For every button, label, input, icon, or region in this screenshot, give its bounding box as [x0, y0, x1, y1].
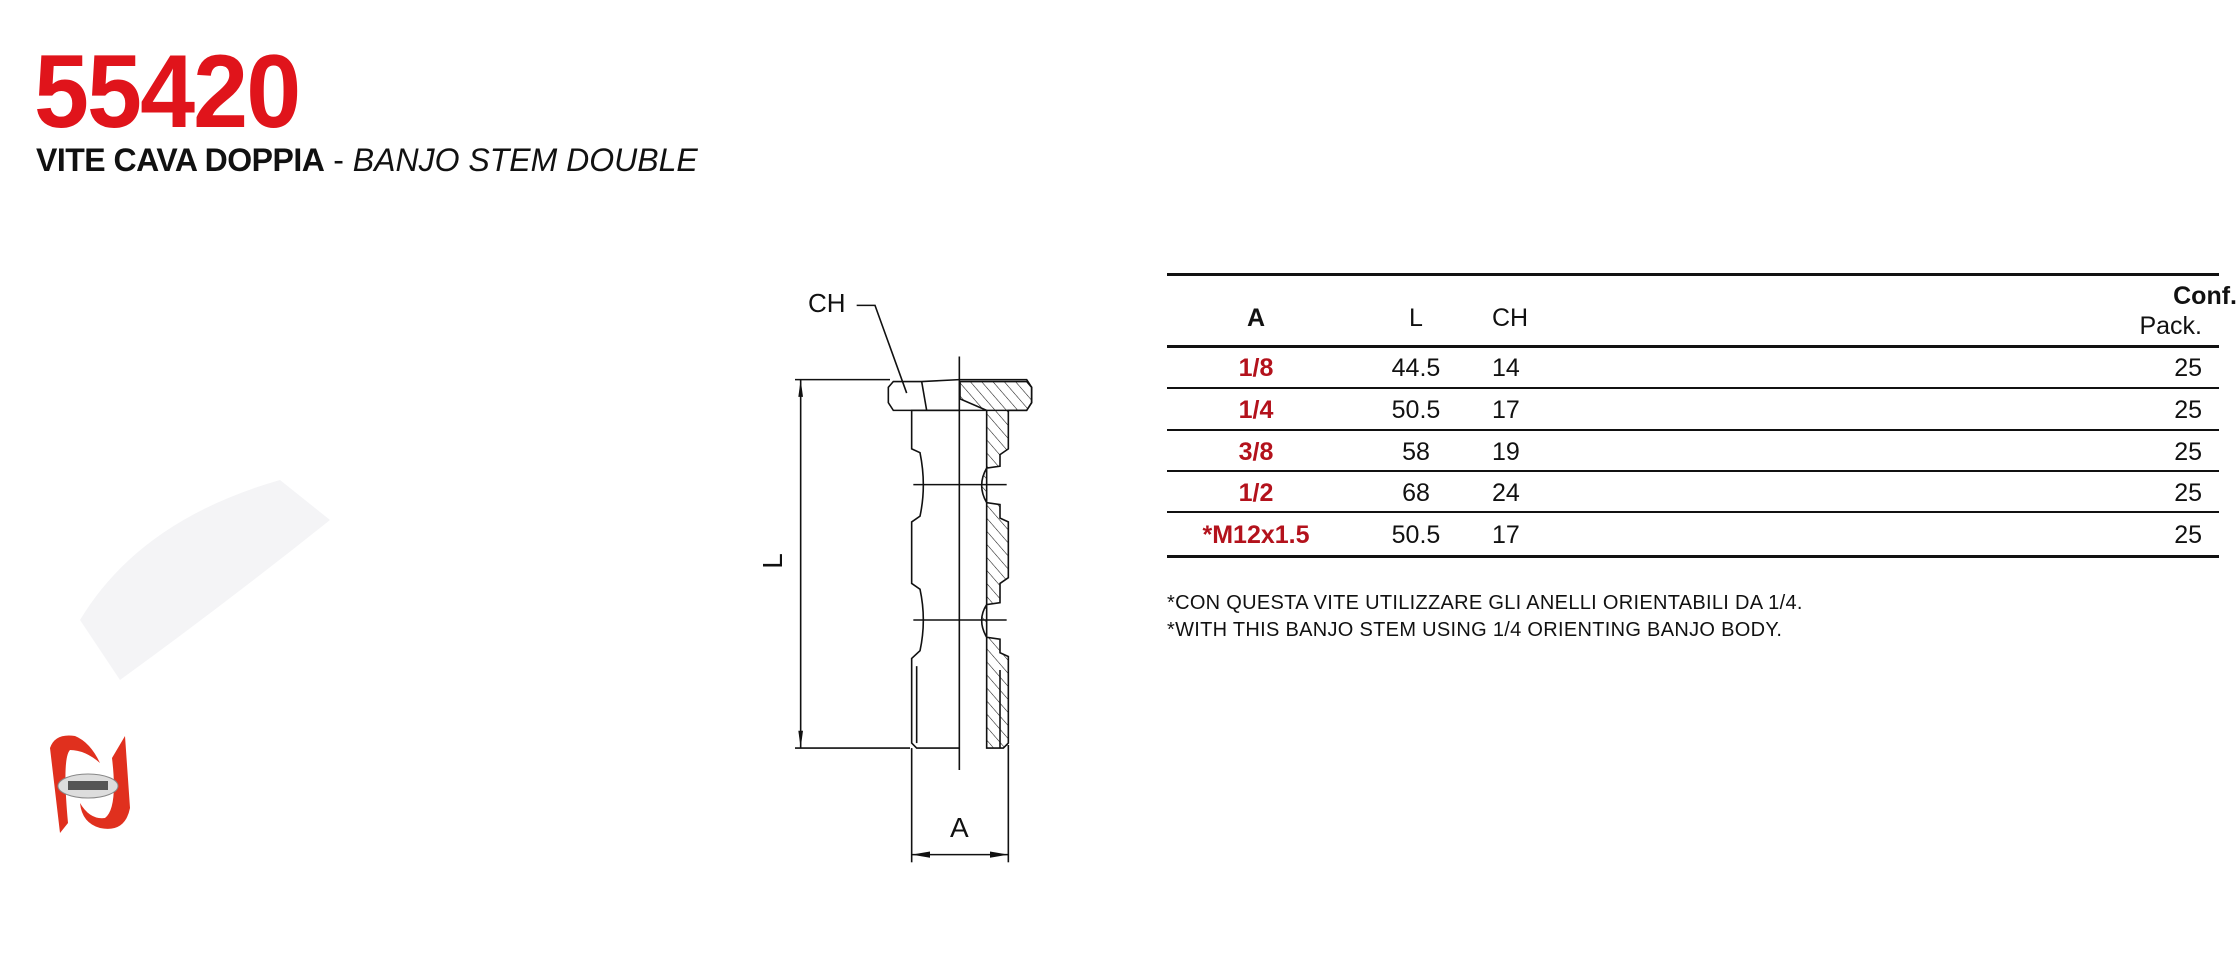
cell-pack: 25: [2174, 438, 2202, 466]
cell-ch: 17: [1492, 396, 1520, 424]
cell-pack: 25: [2174, 479, 2202, 507]
title-italian: VITE CAVA DOPPIA: [36, 142, 325, 178]
title-separator: -: [324, 142, 353, 178]
cell-pack: 25: [2174, 354, 2202, 382]
cell-a: 1/8: [1238, 354, 1274, 382]
cell-l: 44.5: [1391, 354, 1441, 382]
brand-logo: [50, 735, 130, 833]
cell-l: 50.5: [1391, 396, 1441, 424]
technical-drawing: [760, 270, 1080, 870]
faded-product-image: [80, 480, 330, 680]
label-a: A: [950, 812, 969, 843]
cell-ch: 19: [1492, 438, 1520, 466]
label-l: L: [756, 553, 788, 569]
cell-l: 68: [1402, 479, 1430, 507]
header-ch: CH: [1492, 304, 1529, 332]
cell-ch: 17: [1492, 521, 1520, 549]
cell-ch: 14: [1492, 354, 1520, 382]
cell-l: 50.5: [1391, 521, 1441, 549]
table-rule: [1167, 345, 2219, 348]
header-a: A: [1246, 304, 1266, 332]
header-conf: Conf.: [2173, 282, 2237, 310]
cell-a: 1/4: [1238, 396, 1274, 424]
header-pack: Pack.: [2139, 312, 2202, 340]
cell-a: *M12x1.5: [1202, 521, 1310, 549]
table-rule: [1167, 470, 2219, 472]
table-rule: [1167, 387, 2219, 389]
table-rule: [1167, 511, 2219, 513]
cell-ch: 24: [1492, 479, 1520, 507]
title-english: BANJO STEM DOUBLE: [352, 142, 698, 178]
cell-a: 3/8: [1238, 438, 1274, 466]
cell-pack: 25: [2174, 396, 2202, 424]
cell-pack: 25: [2174, 521, 2202, 549]
cell-a: 1/2: [1238, 479, 1274, 507]
product-code: 55420: [34, 34, 301, 150]
label-ch: CH: [808, 288, 846, 318]
cell-l: 58: [1402, 438, 1430, 466]
product-title: VITE CAVA DOPPIA - BANJO STEM DOUBLE: [36, 144, 698, 176]
footnote-italian: *CON QUESTA VITE UTILIZZARE GLI ANELLI O…: [1167, 592, 1803, 614]
header-l: L: [1409, 304, 1423, 332]
table-rule: [1167, 429, 2219, 431]
footnote-english: *WITH THIS BANJO STEM USING 1/4 ORIENTIN…: [1167, 619, 1783, 641]
table-rule: [1167, 555, 2219, 558]
table-rule: [1167, 273, 2219, 276]
